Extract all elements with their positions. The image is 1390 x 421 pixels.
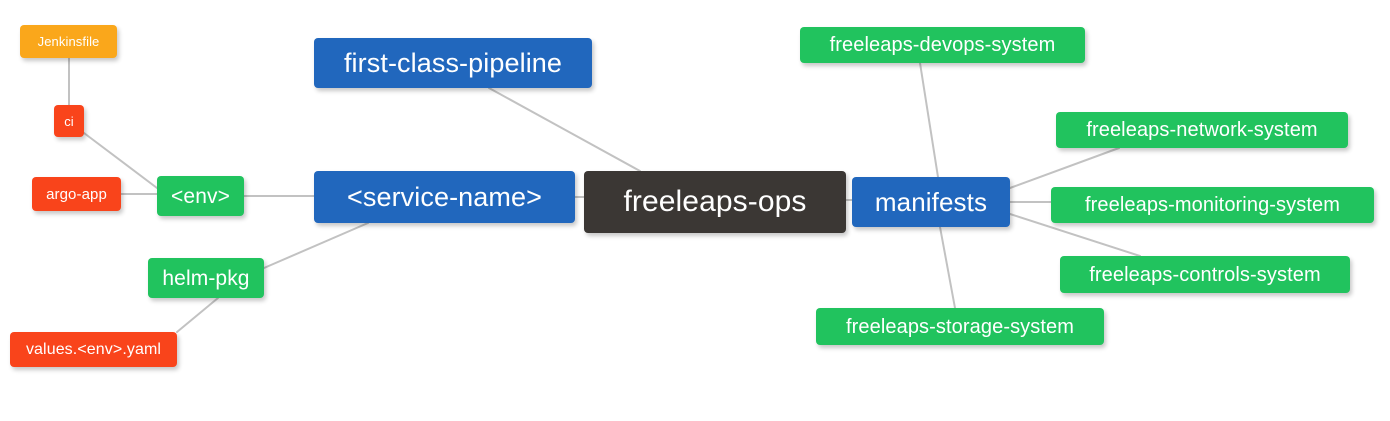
- node-label-helm-pkg: helm-pkg: [162, 266, 250, 290]
- edge-first-class-pipeline-to-freeleaps-ops: [488, 87, 641, 172]
- node-values-yaml[interactable]: values.<env>.yaml: [10, 332, 177, 367]
- node-label-jenkinsfile: Jenkinsfile: [37, 34, 100, 49]
- node-label-freeleaps-monitoring-system: freeleaps-monitoring-system: [1084, 194, 1340, 216]
- edge-values-yaml-to-helm-pkg: [176, 297, 219, 333]
- node-label-first-class-pipeline: first-class-pipeline: [343, 47, 563, 78]
- node-label-service-name: <service-name>: [347, 181, 542, 212]
- node-freeleaps-monitoring-system[interactable]: freeleaps-monitoring-system: [1051, 187, 1374, 223]
- node-label-argo-app: argo-app: [46, 185, 107, 203]
- node-argo-app[interactable]: argo-app: [32, 177, 121, 211]
- edge-manifests-to-freeleaps-network-system: [1009, 147, 1120, 189]
- node-jenkinsfile[interactable]: Jenkinsfile: [20, 25, 117, 58]
- node-freeleaps-devops-system[interactable]: freeleaps-devops-system: [800, 27, 1085, 63]
- node-ci[interactable]: ci: [54, 105, 84, 137]
- node-freeleaps-storage-system[interactable]: freeleaps-storage-system: [816, 308, 1104, 345]
- node-label-freeleaps-devops-system: freeleaps-devops-system: [829, 34, 1056, 56]
- node-label-freeleaps-controls-system: freeleaps-controls-system: [1089, 263, 1321, 286]
- node-label-freeleaps-network-system: freeleaps-network-system: [1086, 119, 1318, 141]
- node-label-freeleaps-storage-system: freeleaps-storage-system: [845, 315, 1075, 338]
- node-label-freeleaps-ops: freeleaps-ops: [623, 185, 807, 218]
- node-service-name[interactable]: <service-name>: [314, 171, 575, 223]
- node-helm-pkg[interactable]: helm-pkg: [148, 258, 264, 298]
- node-manifests[interactable]: manifests: [852, 177, 1010, 227]
- node-freeleaps-network-system[interactable]: freeleaps-network-system: [1056, 112, 1348, 148]
- node-label-ci: ci: [64, 113, 74, 129]
- node-env[interactable]: <env>: [157, 176, 244, 216]
- node-label-values-yaml: values.<env>.yaml: [25, 340, 162, 358]
- edge-helm-pkg-to-service-name: [263, 222, 369, 269]
- edge-manifests-to-freeleaps-storage-system: [939, 226, 956, 309]
- node-label-env: <env>: [171, 184, 230, 208]
- node-first-class-pipeline[interactable]: first-class-pipeline: [314, 38, 592, 88]
- node-freeleaps-ops[interactable]: freeleaps-ops: [584, 171, 846, 233]
- node-freeleaps-controls-system[interactable]: freeleaps-controls-system: [1060, 256, 1350, 293]
- edge-manifests-to-freeleaps-devops-system: [919, 62, 939, 178]
- node-label-manifests: manifests: [874, 187, 988, 217]
